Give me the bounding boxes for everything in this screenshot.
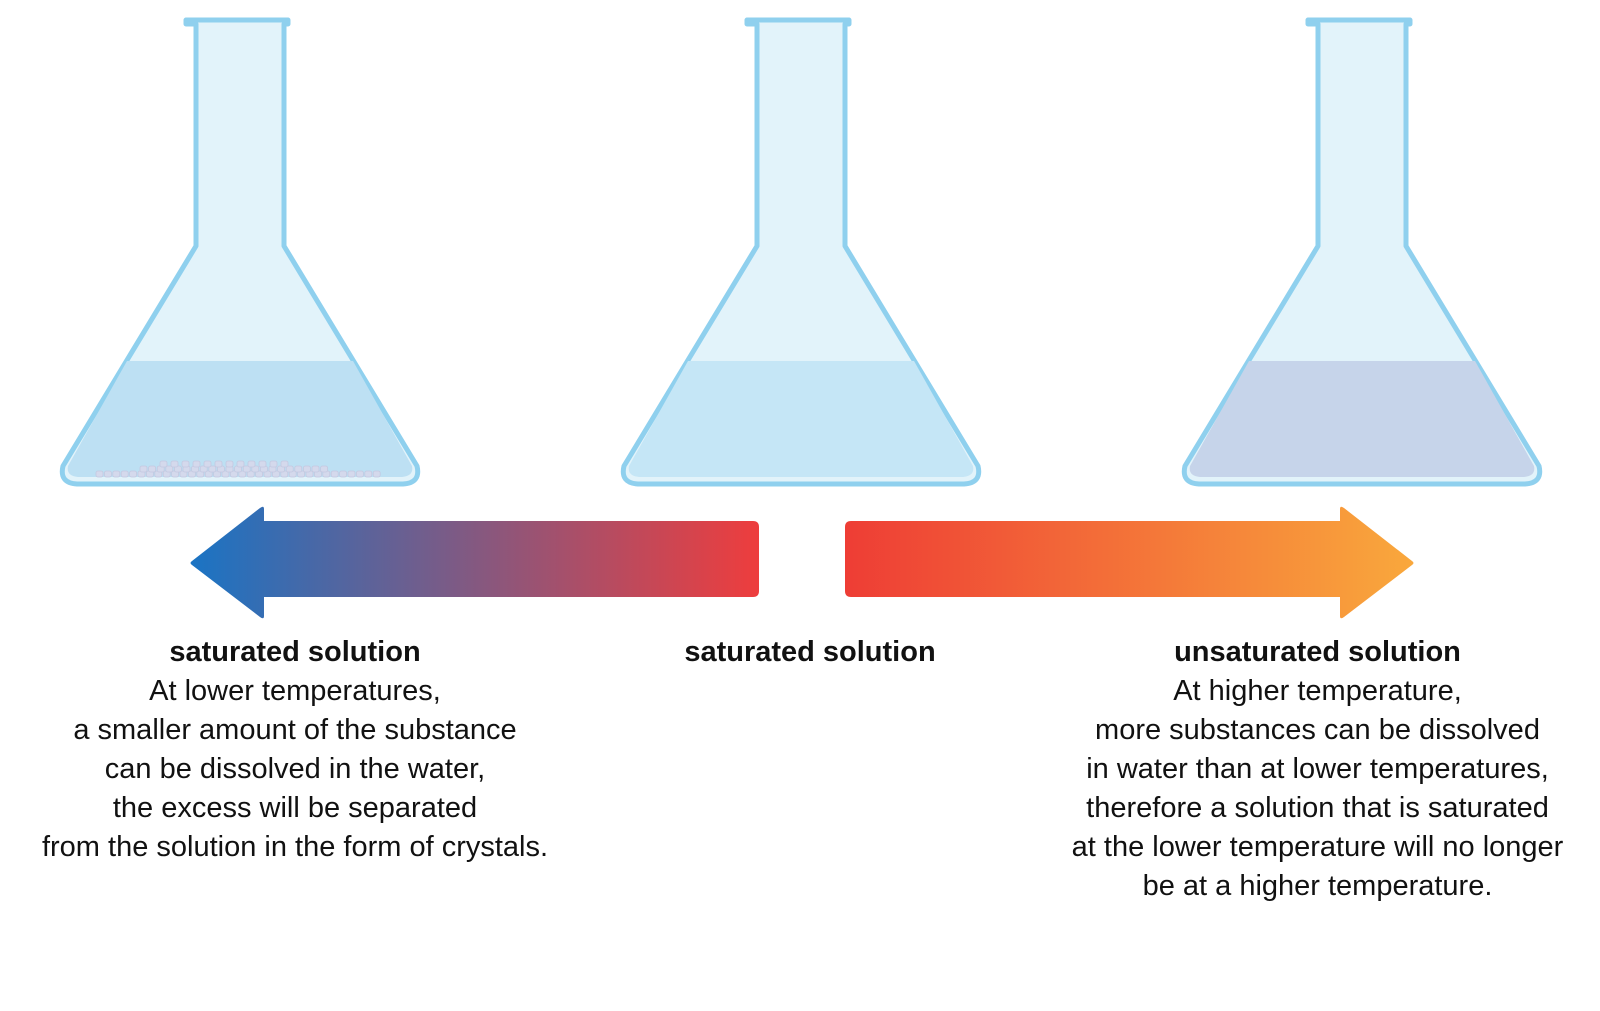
crystal — [320, 465, 329, 473]
caption-right-line-2: more substances can be dissolved — [1095, 714, 1540, 746]
crystal — [258, 460, 267, 468]
crystal — [339, 470, 348, 478]
crystal — [221, 470, 230, 478]
flask-left — [59, 17, 421, 487]
caption-middle-title: saturated solution — [684, 636, 936, 668]
caption-left-line-2: a smaller amount of the substance — [73, 714, 517, 746]
caption-right-line-1: At higher temperature, — [1173, 675, 1462, 707]
crystal — [246, 470, 255, 478]
crystal — [294, 465, 303, 473]
caption-left-line-4: the excess will be separated — [112, 792, 478, 824]
crystal — [347, 470, 356, 478]
crystal — [214, 460, 223, 468]
crystal — [247, 460, 256, 468]
crystal — [213, 470, 222, 478]
crystal — [104, 470, 112, 478]
flask-middle-liquid — [628, 361, 974, 477]
caption-left-line-5: from the solution in the form of crystal… — [41, 831, 549, 863]
crystal — [242, 465, 251, 473]
caption-right: unsaturated solution At higher temperatu… — [1035, 633, 1600, 906]
caption-right-line-3: in water than at lower temperatures, — [1086, 753, 1549, 785]
crystal — [208, 465, 217, 473]
crystal — [255, 470, 264, 478]
caption-middle: saturated solution — [620, 633, 1000, 672]
crystal — [95, 470, 104, 478]
crystal — [192, 460, 201, 468]
crystal — [330, 470, 339, 478]
crystal — [165, 465, 174, 473]
crystal — [236, 460, 245, 468]
crystal — [203, 460, 212, 468]
crystal — [181, 460, 190, 468]
caption-left: saturated solution At lower temperatures… — [0, 633, 590, 867]
crystal — [129, 470, 138, 478]
flask-right-liquid — [1189, 361, 1535, 477]
crystal — [148, 465, 157, 473]
caption-right-line-6: be at a higher temperature. — [1142, 870, 1493, 902]
flask-middle — [620, 17, 982, 487]
crystal — [199, 465, 208, 473]
crystal — [364, 470, 373, 478]
crystal — [269, 460, 278, 468]
crystal — [159, 460, 168, 468]
flask-right — [1181, 17, 1543, 487]
crystal — [311, 465, 320, 473]
crystal — [355, 470, 364, 478]
crystal — [285, 465, 294, 473]
caption-left-line-1: At lower temperatures, — [149, 675, 441, 707]
crystal — [251, 465, 260, 473]
crystal — [238, 470, 247, 478]
caption-left-title: saturated solution — [169, 636, 421, 668]
crystals — [95, 460, 381, 478]
crystal — [225, 460, 234, 468]
caption-right-title: unsaturated solution — [1174, 636, 1461, 668]
crystal — [170, 460, 179, 468]
crystal — [120, 470, 129, 478]
crystal — [302, 465, 311, 473]
crystal — [229, 470, 238, 478]
heating-arrow-right — [845, 506, 1414, 619]
crystal — [139, 465, 148, 473]
flask-left-liquid — [67, 361, 413, 477]
caption-left-line-3: can be dissolved in the water, — [104, 753, 486, 785]
caption-right-line-5: at the lower temperature will no longer — [1071, 831, 1564, 863]
crystal — [112, 470, 121, 478]
caption-right-line-4: therefore a solution that is saturated — [1086, 792, 1549, 824]
cooling-arrow-left — [190, 506, 759, 619]
crystal — [372, 470, 381, 478]
crystal — [280, 460, 289, 468]
